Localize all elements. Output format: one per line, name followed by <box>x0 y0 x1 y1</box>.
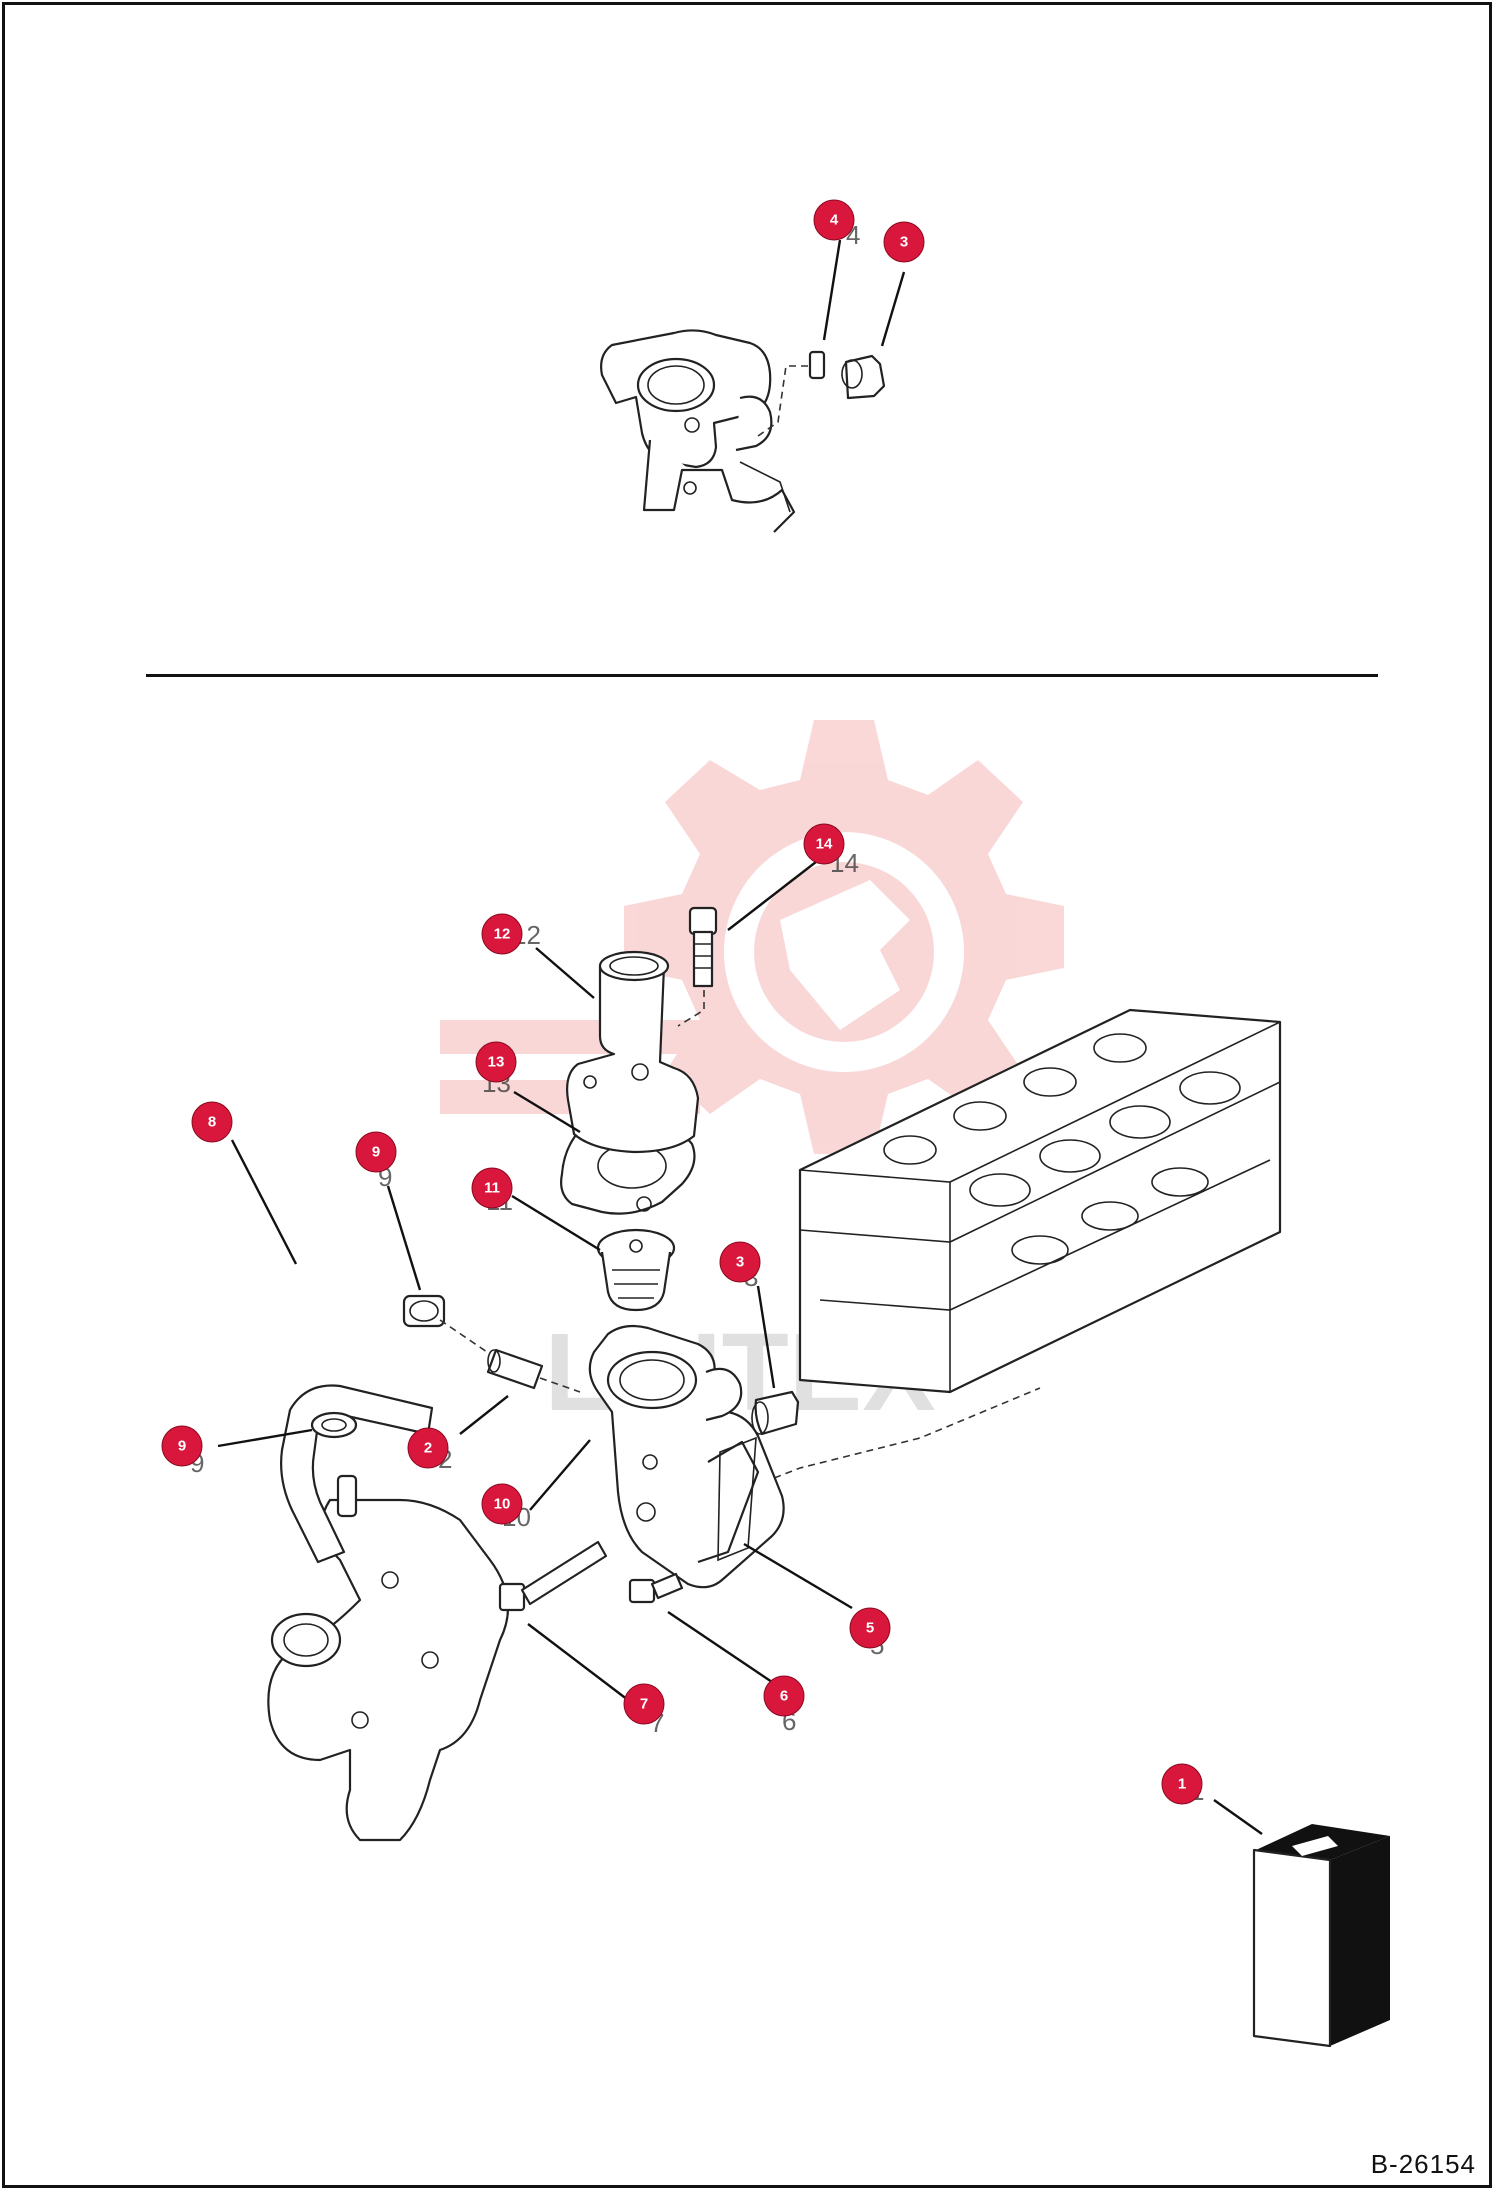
instruction-booklet <box>1252 1824 1390 2048</box>
svg-text:13: 13 <box>488 1054 505 1071</box>
callout-11: 11 <box>471 1167 513 1209</box>
cylinder-head <box>639 1008 1282 1531</box>
svg-text:4: 4 <box>830 212 839 229</box>
top-detail-plug <box>757 350 886 437</box>
svg-text:11: 11 <box>484 1180 500 1197</box>
svg-text:9: 9 <box>178 1438 186 1455</box>
hose-clamp-lower <box>310 1411 358 1439</box>
svg-text:10: 10 <box>494 1496 511 1513</box>
callout-13: 13 <box>475 1041 517 1083</box>
cover-bolt <box>688 906 718 988</box>
svg-text:1: 1 <box>1178 1776 1186 1793</box>
svg-text:14: 14 <box>816 836 833 853</box>
svg-text:8: 8 <box>208 1114 216 1131</box>
bypass-hose <box>280 1384 434 1564</box>
callout-14: 14 <box>803 823 845 865</box>
svg-text:9: 9 <box>372 1144 380 1161</box>
callout-6: 6 <box>763 1675 805 1717</box>
section-divider <box>146 674 1378 677</box>
callout-10: 10 <box>481 1483 523 1525</box>
svg-text:3: 3 <box>900 234 908 251</box>
callout-12: 12 <box>481 913 523 955</box>
bypass-pipe <box>486 1348 544 1390</box>
callout-8: 8 <box>191 1101 233 1143</box>
svg-text:6: 6 <box>780 1688 788 1705</box>
svg-text:5: 5 <box>866 1620 874 1637</box>
bolt-long <box>498 1540 608 1612</box>
callout-top-3: 3 <box>883 221 925 263</box>
bolt-short <box>628 1572 684 1604</box>
top-detail-thermostat-housing <box>600 329 796 533</box>
drawing-number: B-26154 <box>1370 2149 1476 2179</box>
callout-7: 7 <box>623 1683 665 1725</box>
svg-text:7: 7 <box>640 1696 648 1713</box>
svg-text:12: 12 <box>494 926 511 943</box>
callout-2: 2 <box>407 1427 449 1469</box>
thermostat <box>596 1228 676 1312</box>
thermostat-cover <box>566 950 700 1154</box>
leader-lines <box>217 847 1263 1835</box>
callout-top-4: 4 <box>813 199 855 241</box>
callout-9-upper: 9 <box>355 1131 397 1173</box>
housing-gasket <box>717 1436 757 1562</box>
thermostat-housing <box>588 1324 785 1589</box>
callout-9-lower: 9 <box>161 1425 203 1467</box>
callout-5: 5 <box>849 1607 891 1649</box>
svg-text:2: 2 <box>424 1440 432 1457</box>
hose-clamp-upper <box>402 1294 446 1328</box>
svg-text:3: 3 <box>736 1254 744 1271</box>
callout-1: 1 <box>1161 1763 1203 1805</box>
callout-3: 3 <box>719 1241 761 1283</box>
drain-plug <box>751 1390 800 1436</box>
